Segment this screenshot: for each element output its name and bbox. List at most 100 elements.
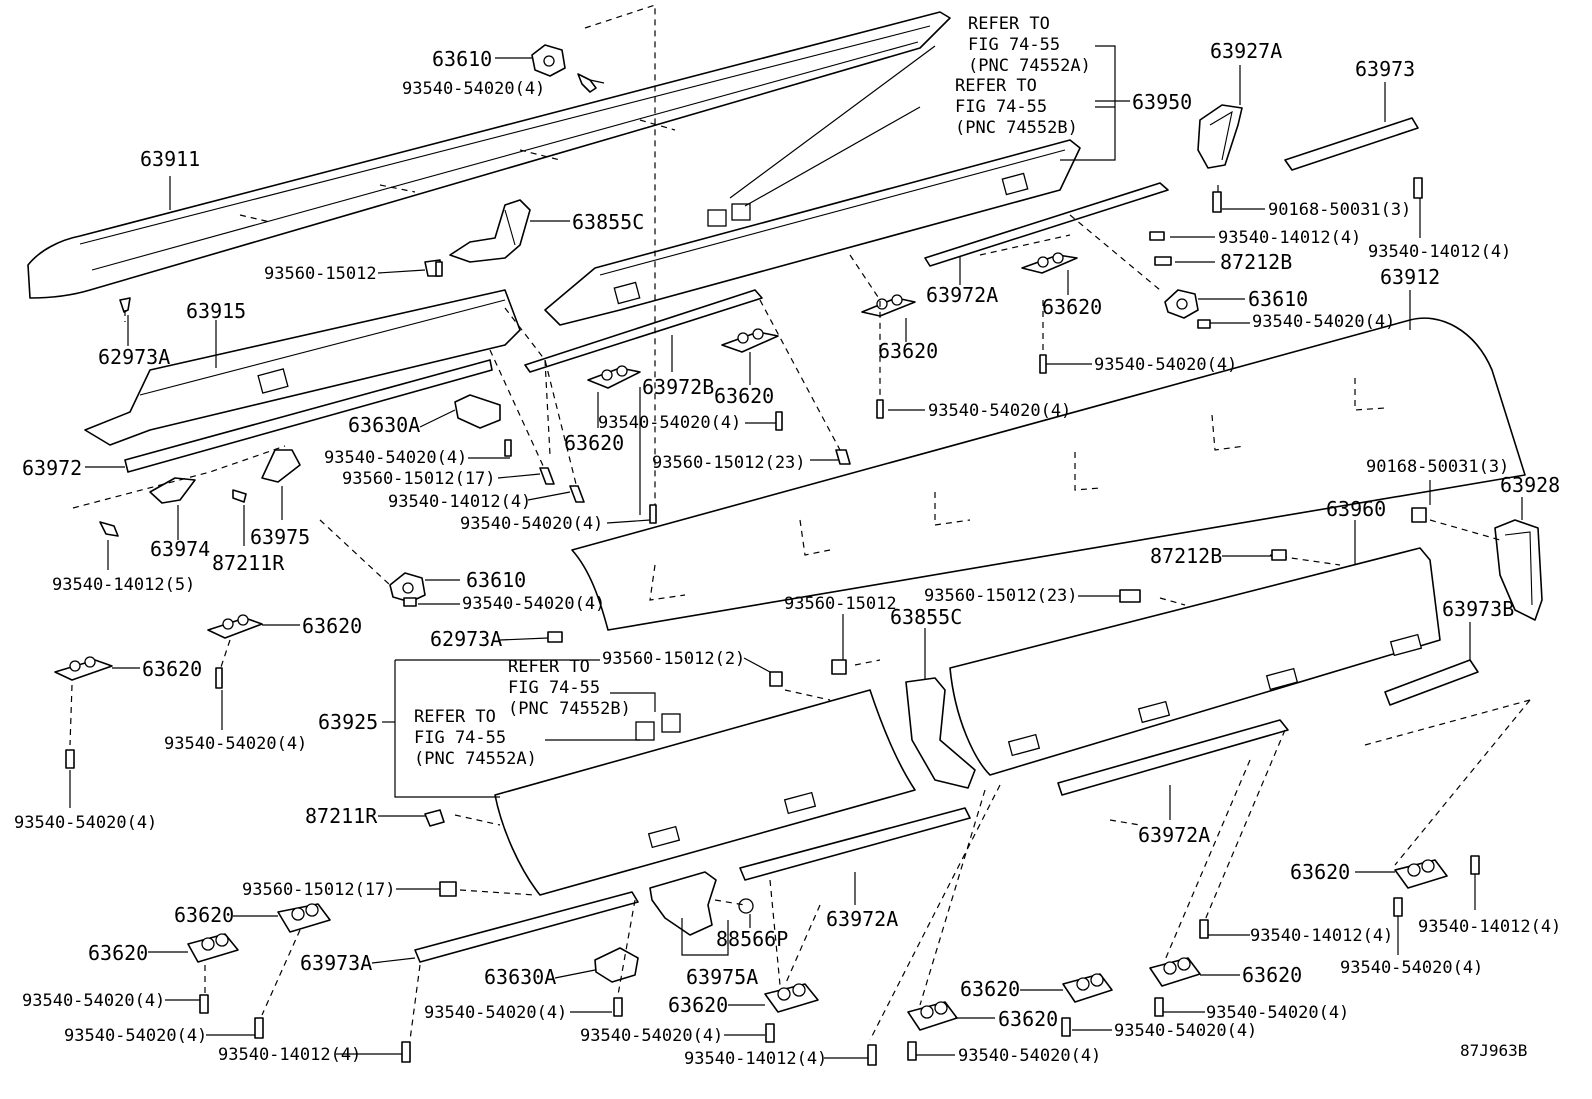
screw-icon bbox=[769, 671, 783, 687]
part-63925-panel bbox=[494, 689, 916, 896]
part-63972A-rail-c bbox=[739, 807, 971, 881]
label-63915: 63915 bbox=[186, 299, 246, 323]
label-fastener-93540-14012-5: 93540-14012(5) bbox=[52, 575, 195, 595]
figure-id: 87J963B bbox=[1460, 1041, 1527, 1060]
label-fastener-93540-54020-d: 93540-54020(4) bbox=[462, 594, 605, 614]
label-63620-i: 63620 bbox=[668, 993, 728, 1017]
part-63630A-block-b bbox=[594, 947, 639, 983]
label-63972A-c: 63972A bbox=[1138, 823, 1210, 847]
label-63960: 63960 bbox=[1326, 497, 1386, 521]
screw-icon bbox=[401, 1041, 411, 1063]
label-fastener-93540-14012-b: 93540-14012(4) bbox=[1218, 228, 1361, 248]
part-63972-rail bbox=[124, 359, 493, 473]
label-fastener-90168-50031-b: 90168-50031(3) bbox=[1366, 457, 1509, 477]
refer-note-line: REFER TO bbox=[955, 76, 1037, 96]
label-63925: 63925 bbox=[318, 710, 378, 734]
label-fastener-93560-15012-23-b: 93560-15012(23) bbox=[924, 586, 1078, 606]
screw-icon bbox=[1199, 919, 1209, 939]
screw-icon bbox=[435, 261, 443, 277]
screw-icon bbox=[215, 667, 223, 689]
part-63855C-bracket-b bbox=[905, 677, 976, 789]
label-87211R-a: 87211R bbox=[212, 551, 285, 575]
label-63974: 63974 bbox=[150, 537, 210, 561]
label-fastener-93560-15012-17-b: 93560-15012(17) bbox=[242, 880, 396, 900]
label-63911: 63911 bbox=[140, 147, 200, 171]
refer-note-line: (PNC 74552A) bbox=[968, 56, 1091, 76]
refer-note-line: (PNC 74552B) bbox=[955, 118, 1078, 138]
screw-icon bbox=[1039, 354, 1047, 374]
refer-note-2: REFER TO FIG 74-55 (PNC 74552B) bbox=[955, 76, 1078, 138]
refer-note-1: REFER TO FIG 74-55 (PNC 74552A) bbox=[968, 14, 1091, 76]
screw-icon bbox=[1119, 589, 1141, 603]
refer-note-3: REFER TO FIG 74-55 (PNC 74552B) bbox=[508, 657, 631, 719]
label-63620-a: 63620 bbox=[302, 614, 362, 638]
label-fastener-93540-54020-f: 93540-54020(4) bbox=[14, 813, 157, 833]
refer-note-line: REFER TO bbox=[968, 14, 1050, 34]
label-fastener-93540-54020-h: 93540-54020(4) bbox=[928, 401, 1071, 421]
part-63973A-rail bbox=[414, 891, 639, 963]
screw-icon bbox=[1411, 507, 1427, 523]
label-fastener-93540-54020-i: 93540-54020(4) bbox=[1252, 312, 1395, 332]
callout-labels: 63610 93540-54020(4) 63911 63855C 93560-… bbox=[14, 14, 1561, 1069]
screw-icon bbox=[876, 399, 884, 419]
screw-icon bbox=[1149, 231, 1165, 241]
part-63620-l bbox=[907, 1001, 958, 1031]
label-fastener-93540-54020-e: 93540-54020(4) bbox=[164, 734, 307, 754]
part-63620-e bbox=[861, 294, 916, 317]
screw-icon bbox=[403, 597, 417, 607]
part-63912-molding bbox=[571, 317, 1526, 631]
label-63620-m: 63620 bbox=[1290, 860, 1350, 884]
label-63620-j: 63620 bbox=[960, 977, 1020, 1001]
part-63620-c bbox=[587, 365, 641, 389]
part-63620-i bbox=[764, 983, 819, 1013]
label-fastener-93540-14012-d: 93540-14012(4) bbox=[218, 1045, 361, 1065]
screw-icon bbox=[775, 411, 783, 431]
refer-note-line: FIG 74-55 bbox=[968, 35, 1060, 55]
label-fastener-93560-15012-2: 93560-15012(2) bbox=[602, 649, 745, 669]
screw-icon bbox=[1154, 256, 1172, 266]
screw-icon bbox=[1061, 1017, 1071, 1037]
fasteners bbox=[65, 177, 1480, 1066]
label-63610-c: 63610 bbox=[1248, 287, 1308, 311]
label-fastener-93540-14012-g: 93540-14012(4) bbox=[1418, 917, 1561, 937]
label-fastener-93540-54020-g: 93540-54020(4) bbox=[598, 413, 741, 433]
label-63610-a: 63610 bbox=[432, 47, 492, 71]
screw-icon bbox=[439, 881, 457, 897]
label-fastener-93540-14012-c: 93540-14012(4) bbox=[1368, 242, 1511, 262]
part-63610-clip-c bbox=[1164, 289, 1199, 319]
part-63972A-rail-b bbox=[1057, 719, 1289, 796]
label-fastener-93540-54020-q: 93540-54020(4) bbox=[1206, 1003, 1349, 1023]
label-63620-k: 63620 bbox=[998, 1007, 1058, 1031]
screw-icon bbox=[99, 521, 119, 537]
label-fastener-93560-15012-b: 93560-15012 bbox=[784, 594, 897, 614]
part-63855C-bracket-a bbox=[449, 199, 531, 263]
refer-note-line: FIG 74-55 bbox=[414, 728, 506, 748]
label-63620-b: 63620 bbox=[142, 657, 202, 681]
label-63927A: 63927A bbox=[1210, 39, 1282, 63]
label-63973B: 63973B bbox=[1442, 597, 1514, 621]
screw-icon bbox=[867, 1044, 877, 1066]
part-63911-molding bbox=[27, 11, 951, 299]
part-63973B-rail bbox=[1384, 659, 1479, 706]
screw-icon bbox=[504, 439, 512, 457]
part-63975 bbox=[261, 449, 301, 483]
leader-lines bbox=[69, 45, 1523, 1059]
label-63620-h: 63620 bbox=[88, 941, 148, 965]
part-63972A-rail-a bbox=[924, 182, 1169, 267]
part-63620-k bbox=[1149, 957, 1201, 987]
label-fastener-93540-54020-c: 93540-54020(4) bbox=[460, 514, 603, 534]
screw-icon bbox=[119, 297, 131, 313]
part-63620-g bbox=[277, 903, 331, 933]
label-63912: 63912 bbox=[1380, 265, 1440, 289]
part-63974 bbox=[149, 477, 196, 504]
screw-icon bbox=[199, 994, 209, 1014]
label-63610-b: 63610 bbox=[466, 568, 526, 592]
screw-icon bbox=[831, 659, 847, 675]
part-63973-molding bbox=[1284, 117, 1419, 171]
label-63855C-b: 63855C bbox=[890, 605, 962, 629]
label-87212B-a: 87212B bbox=[1220, 250, 1292, 274]
label-63972A-a: 63972A bbox=[926, 283, 998, 307]
assembly-lines bbox=[69, 4, 1531, 1041]
label-fastener-93540-54020-b: 93540-54020(4) bbox=[324, 448, 467, 468]
label-63975: 63975 bbox=[250, 525, 310, 549]
